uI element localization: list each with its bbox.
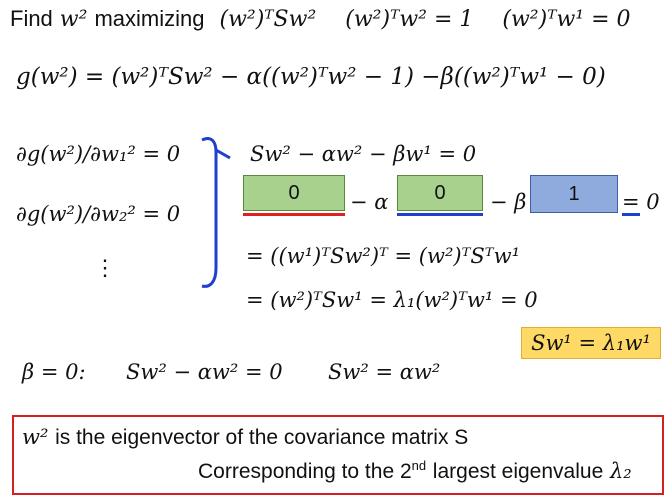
problem-statement: Find w² maximizing (w²)ᵀSw² (w²)ᵀw² = 1 … <box>10 6 631 32</box>
minus-alpha: − α <box>350 190 389 214</box>
beta-eq-b: Sw² = αw² <box>328 360 441 384</box>
w2-var: w² <box>59 7 88 32</box>
conclusion-text-3: largest eigenvalue <box>432 460 604 483</box>
one-box: 1 <box>530 175 618 213</box>
conclusion-sup: nd <box>411 458 427 473</box>
blue-underline-2 <box>622 213 640 216</box>
zero-box-1: 0 <box>243 175 345 211</box>
constraint-orth: (w²)ᵀw¹ = 0 <box>502 7 631 32</box>
constraint-norm: (w²)ᵀw² = 1 <box>345 7 474 32</box>
derivation-eq1: Sw² − αw² − βw¹ = 0 <box>250 142 477 166</box>
conclusion-text-2: Corresponding to the 2 <box>198 460 412 483</box>
beta-zero: β = 0: <box>22 360 86 384</box>
partial-derivative-2: ∂g(w²)/∂w₂² = 0 <box>16 202 181 226</box>
lagrangian: g(w²) = (w²)ᵀSw² − α((w²)ᵀw² − 1) −β((w²… <box>16 64 606 90</box>
maximizing-text: maximizing <box>94 6 205 31</box>
zero-box-2: 0 <box>397 175 483 211</box>
eigen-highlight: Sw¹ = λ₁w¹ <box>521 327 661 359</box>
beta-eq-a: Sw² − αw² = 0 <box>126 360 283 384</box>
partial-derivative-1: ∂g(w²)/∂w₁² = 0 <box>16 142 181 166</box>
red-underline <box>243 213 345 216</box>
find-text: Find <box>10 6 53 31</box>
blue-underline-1 <box>397 213 483 216</box>
conclusion-var: w² <box>22 425 49 449</box>
objective: (w²)ᵀSw² <box>219 7 317 32</box>
conclusion-text-1: is the eigenvector of the covariance mat… <box>55 426 469 449</box>
conclusion-line-2: Corresponding to the 2nd largest eigenva… <box>198 458 632 484</box>
lambda-2: λ₂ <box>609 459 632 483</box>
conclusion-line-1: w² is the eigenvector of the covariance … <box>22 425 468 450</box>
derivation-eq3: = ((w¹)ᵀSw²)ᵀ = (w²)ᵀSᵀw¹ <box>246 244 520 268</box>
brace-icon <box>201 137 231 288</box>
derivation-eq4: = (w²)ᵀSw¹ = λ₁(w²)ᵀw¹ = 0 <box>246 288 538 312</box>
minus-beta: − β <box>490 190 527 214</box>
equals-zero: = 0 <box>622 190 660 214</box>
vertical-dots: ⋮ <box>94 256 116 281</box>
conclusion-box <box>12 415 664 495</box>
